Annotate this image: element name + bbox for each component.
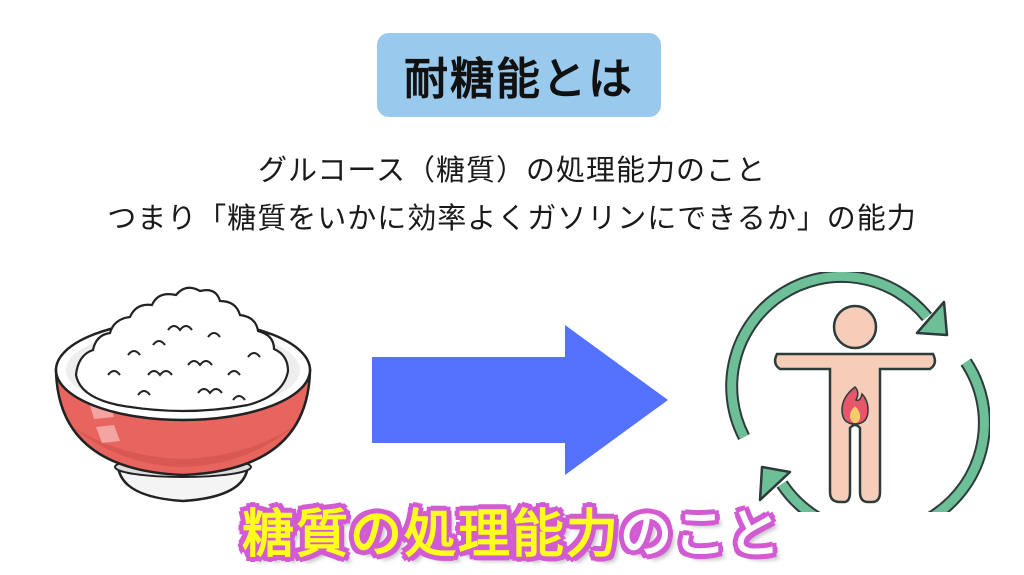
description-line-1: グルコース（糖質）の処理能力のこと <box>258 153 766 187</box>
human-metabolism-cycle-icon <box>725 272 990 512</box>
caption-highlight: 糖質の処理能力 <box>241 505 620 565</box>
page-title: 耐糖能とは <box>404 54 634 105</box>
cycle-arrows-icon <box>725 272 990 512</box>
description-line-2: つまり「糖質をいかに効率よくガソリンにできるか」の能力 <box>107 201 917 235</box>
fire-icon <box>841 386 869 425</box>
caption-rest: のこと <box>620 505 783 565</box>
title-banner: 耐糖能とは <box>377 33 661 117</box>
rice-bowl-icon <box>54 286 312 503</box>
right-arrow-icon <box>372 325 668 475</box>
human-figure-icon <box>773 304 937 504</box>
caption-subtitle: 糖質の処理能力のこと <box>0 492 1024 567</box>
